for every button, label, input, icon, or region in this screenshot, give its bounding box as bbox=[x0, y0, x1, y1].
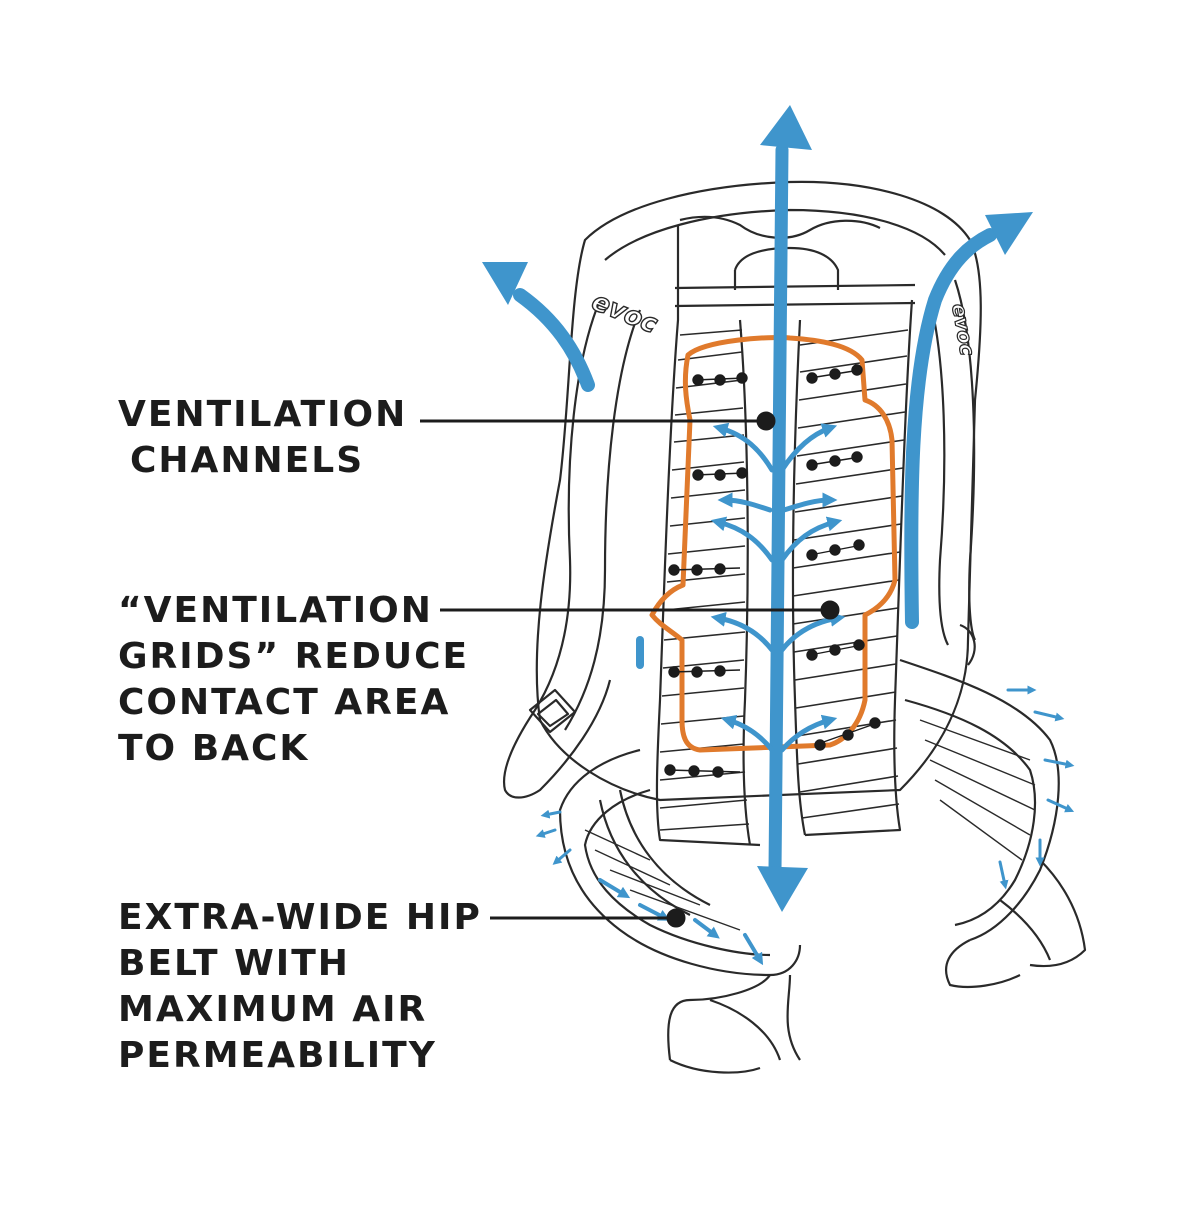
strap-logo-right: evoc bbox=[947, 302, 980, 358]
label-line: BELT WITH bbox=[118, 943, 350, 984]
label-line: CONTACT AREA bbox=[118, 682, 451, 723]
up-arrow-icon bbox=[513, 288, 595, 392]
callouts bbox=[420, 411, 840, 928]
contact-area-outline bbox=[649, 335, 898, 753]
up-arrow-icon bbox=[768, 143, 789, 877]
label-line: EXTRA-WIDE HIP bbox=[118, 897, 482, 938]
label-line: GRIDS” REDUCE bbox=[118, 636, 470, 677]
label-line: TO BACK bbox=[118, 728, 310, 769]
backpack-frame bbox=[502, 180, 982, 847]
label-line: VENTILATION bbox=[118, 394, 408, 435]
up-arrow-icon bbox=[760, 105, 812, 150]
label-line: “VENTILATION bbox=[118, 590, 433, 631]
label-ventilation-channels: VENTILATION CHANNELS bbox=[118, 392, 407, 484]
dot-icon bbox=[756, 411, 776, 431]
label-line: MAXIMUM AIR bbox=[118, 989, 428, 1030]
label-line: CHANNELS bbox=[130, 440, 365, 481]
label-hip-belt: EXTRA-WIDE HIP BELT WITH MAXIMUM AIR PER… bbox=[118, 895, 482, 1079]
dot-row bbox=[692, 364, 863, 386]
up-arrow-icon bbox=[904, 228, 997, 629]
dot-icon bbox=[666, 908, 686, 928]
label-line: PERMEABILITY bbox=[118, 1035, 437, 1076]
label-ventilation-grids: “VENTILATION GRIDS” REDUCE CONTACT AREA … bbox=[118, 588, 469, 772]
strap-logo-left: evoc bbox=[587, 287, 662, 340]
grid-contact-dots bbox=[664, 364, 881, 778]
airflow-arrows bbox=[482, 105, 1075, 966]
hip-belt bbox=[558, 658, 1087, 1074]
dot-icon bbox=[820, 600, 840, 620]
down-arrow-icon bbox=[757, 866, 808, 912]
